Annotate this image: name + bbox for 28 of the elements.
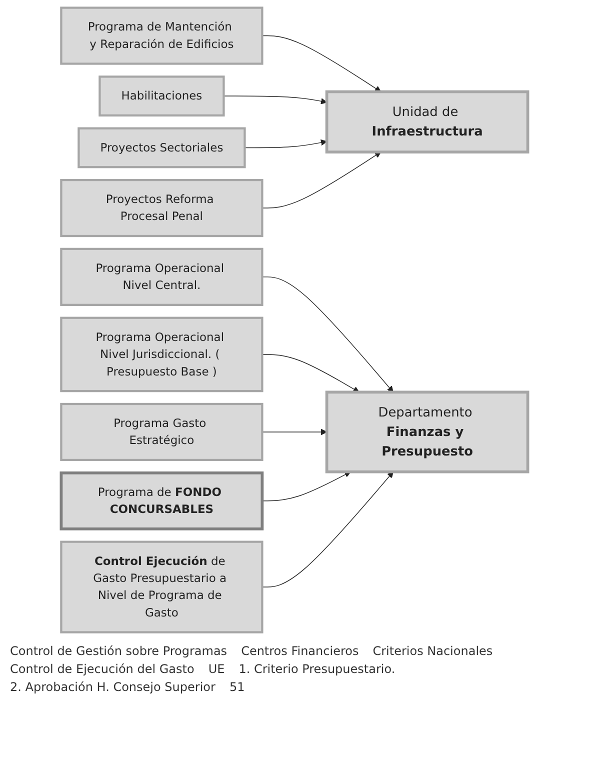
node-box: Programa Operacional Nivel Central. bbox=[60, 248, 264, 306]
note-text: 2. Aprobación H. Consejo Superior bbox=[10, 680, 216, 694]
node-box: Control Ejecución de Gasto Presupuestario a Nivel de Programa de Gasto bbox=[60, 540, 264, 634]
note-text: Centros Financieros bbox=[241, 644, 359, 658]
node-box: Departamento Finanzas y Presupuesto bbox=[325, 390, 530, 474]
note-text: Criterios Nacionales bbox=[372, 644, 493, 658]
arrow bbox=[262, 428, 328, 436]
node-box: Unidad de Infraestructura bbox=[325, 90, 530, 154]
arrow bbox=[262, 35, 382, 92]
arrow bbox=[262, 276, 394, 392]
node-box: Habilitaciones bbox=[98, 76, 225, 116]
node-box: Proyectos Reforma Procesal Penal bbox=[60, 178, 264, 238]
arrow bbox=[223, 96, 328, 104]
note-text: UE bbox=[208, 662, 225, 676]
note-text: Control de Gestión sobre Programas bbox=[10, 644, 228, 658]
arrow bbox=[262, 354, 360, 392]
node-box: Programa de Mantención y Reparación de Edificios bbox=[60, 6, 264, 65]
node-box: Proyectos Sectoriales bbox=[78, 127, 246, 168]
arrow bbox=[262, 152, 382, 208]
note-text: Control de Ejecución del Gasto bbox=[10, 662, 194, 676]
node-box: Programa Operacional Nivel Jurisdiccional. ( Presupuesto Base ) bbox=[60, 316, 264, 392]
note-text: 1. Criterio Presupuestario. bbox=[238, 662, 396, 676]
arrow bbox=[244, 139, 328, 148]
node-box: Programa de FONDO CONCURSABLES bbox=[60, 471, 264, 530]
node-box: Programa Gasto Estratégico bbox=[60, 402, 264, 462]
arrow bbox=[262, 472, 394, 588]
note-text: 51 bbox=[229, 680, 245, 694]
arrow bbox=[262, 472, 351, 502]
